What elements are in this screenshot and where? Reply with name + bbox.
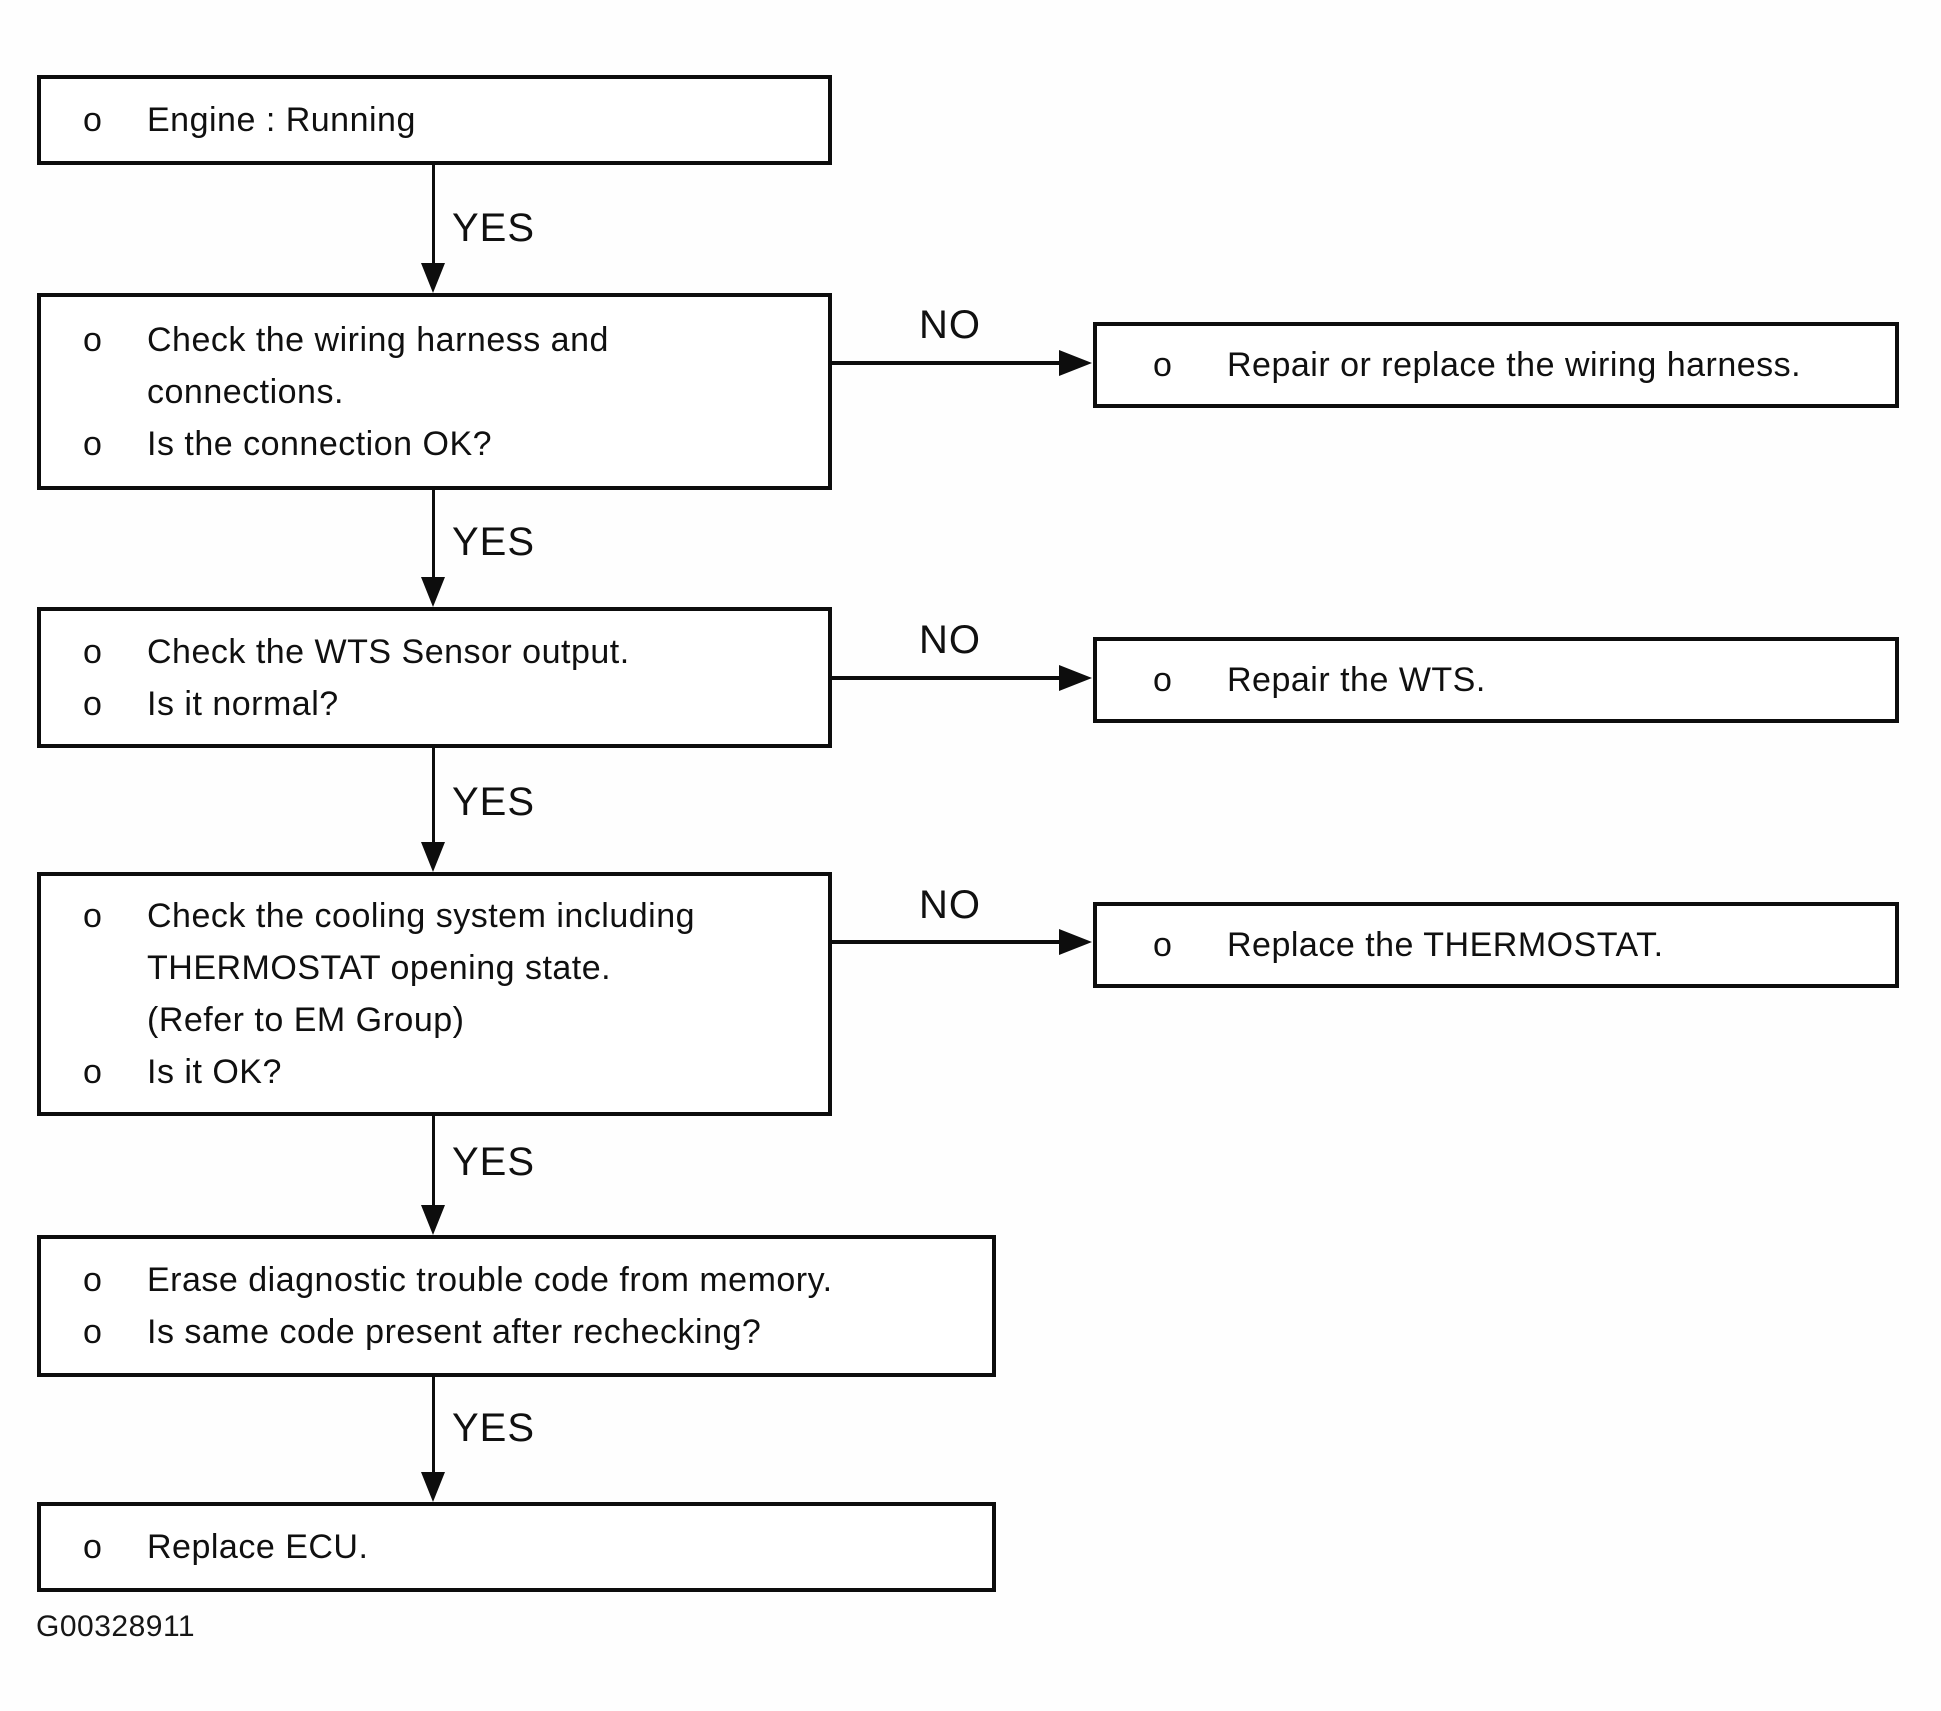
- node-line: o Engine : Running: [41, 94, 828, 146]
- arrowhead-down-icon: [421, 1472, 445, 1502]
- bullet-marker: o: [83, 632, 103, 671]
- arrowhead-down-icon: [421, 263, 445, 293]
- no-arrow-line-3: [831, 940, 1059, 944]
- bullet-marker: [83, 942, 147, 994]
- no-arrow-line-1: [831, 361, 1059, 365]
- node-text: Replace the THERMOSTAT.: [1227, 926, 1664, 964]
- yes-arrow-line-5: [432, 1377, 435, 1475]
- node-line: o Repair the WTS.: [1097, 654, 1895, 706]
- node-text: Repair the WTS.: [1227, 661, 1486, 699]
- node-line: o Replace the THERMOSTAT.: [1097, 919, 1895, 971]
- node-text: Is it normal?: [147, 684, 339, 723]
- bullet-marker: o: [83, 1313, 103, 1351]
- yes-label-4: YES: [452, 1140, 536, 1184]
- bullet-marker: o: [1153, 926, 1173, 964]
- node-text: Check the WTS Sensor output.: [147, 632, 630, 671]
- node-line: o Repair or replace the wiring harness.: [1097, 339, 1895, 391]
- bullet-marker: o: [83, 1528, 103, 1566]
- no-label-2: NO: [919, 618, 981, 662]
- flow-node-wts-check: o Check the WTS Sensor output. o Is it n…: [37, 607, 832, 748]
- arrowhead-right-icon: [1059, 665, 1092, 691]
- node-line: (Refer to EM Group): [41, 994, 828, 1046]
- bullet-marker: o: [83, 897, 103, 935]
- bullet-marker: o: [83, 320, 103, 359]
- node-text: (Refer to EM Group): [147, 1001, 465, 1039]
- node-line: o Erase diagnostic trouble code from mem…: [41, 1254, 992, 1306]
- node-text: Is it OK?: [147, 1053, 282, 1091]
- node-line: connections.: [41, 366, 828, 418]
- flow-node-replace-ecu: o Replace ECU.: [37, 1502, 996, 1592]
- yes-arrow-line-3: [432, 748, 435, 844]
- node-line: o Is same code present after rechecking?: [41, 1306, 992, 1358]
- flow-node-replace-thermostat: o Replace the THERMOSTAT.: [1093, 902, 1899, 988]
- node-text: THERMOSTAT opening state.: [147, 949, 612, 987]
- node-line: o Is it OK?: [41, 1046, 828, 1098]
- bullet-marker: o: [83, 101, 103, 139]
- no-label-3: NO: [919, 883, 981, 927]
- yes-label-3: YES: [452, 780, 536, 824]
- no-label-1: NO: [919, 303, 981, 347]
- arrowhead-down-icon: [421, 1205, 445, 1235]
- node-text: Erase diagnostic trouble code from memor…: [147, 1261, 833, 1299]
- bullet-marker: o: [1153, 661, 1173, 699]
- no-arrow-line-2: [831, 676, 1059, 680]
- node-line: o Check the WTS Sensor output.: [41, 626, 828, 678]
- node-line: o Check the cooling system including: [41, 890, 828, 942]
- flow-node-engine-running: o Engine : Running: [37, 75, 832, 165]
- node-text: Is same code present after rechecking?: [147, 1313, 762, 1351]
- node-text: connections.: [147, 372, 344, 411]
- yes-arrow-line-4: [432, 1116, 435, 1208]
- node-text: Engine : Running: [147, 101, 416, 139]
- flow-node-repair-wiring: o Repair or replace the wiring harness.: [1093, 322, 1899, 408]
- node-text: Is the connection OK?: [147, 424, 493, 463]
- node-line: o Check the wiring harness and: [41, 314, 828, 366]
- bullet-marker: [83, 366, 147, 418]
- node-text: Check the wiring harness and: [147, 320, 609, 359]
- flow-node-repair-wts: o Repair the WTS.: [1093, 637, 1899, 723]
- bullet-marker: o: [83, 424, 103, 463]
- arrowhead-right-icon: [1059, 929, 1092, 955]
- yes-label-5: YES: [452, 1406, 536, 1450]
- node-line: o Replace ECU.: [41, 1521, 992, 1573]
- node-line: THERMOSTAT opening state.: [41, 942, 828, 994]
- yes-label-2: YES: [452, 520, 536, 564]
- flow-node-cooling-check: o Check the cooling system including THE…: [37, 872, 832, 1116]
- bullet-marker: o: [1153, 346, 1173, 384]
- node-text: Repair or replace the wiring harness.: [1227, 346, 1802, 384]
- node-text: Check the cooling system including: [147, 897, 696, 935]
- node-line: o Is it normal?: [41, 678, 828, 730]
- node-line: o Is the connection OK?: [41, 418, 828, 470]
- bullet-marker: [83, 994, 147, 1046]
- flow-node-erase-dtc: o Erase diagnostic trouble code from mem…: [37, 1235, 996, 1377]
- yes-arrow-line-1: [432, 165, 435, 265]
- arrowhead-right-icon: [1059, 350, 1092, 376]
- flow-node-wiring-check: o Check the wiring harness and connectio…: [37, 293, 832, 490]
- arrowhead-down-icon: [421, 577, 445, 607]
- bullet-marker: o: [83, 1053, 103, 1091]
- bullet-marker: o: [83, 684, 103, 723]
- figure-id-label: G00328911: [36, 1610, 196, 1643]
- arrowhead-down-icon: [421, 842, 445, 872]
- yes-label-1: YES: [452, 206, 536, 250]
- bullet-marker: o: [83, 1261, 103, 1299]
- yes-arrow-line-2: [432, 490, 435, 580]
- node-text: Replace ECU.: [147, 1528, 369, 1566]
